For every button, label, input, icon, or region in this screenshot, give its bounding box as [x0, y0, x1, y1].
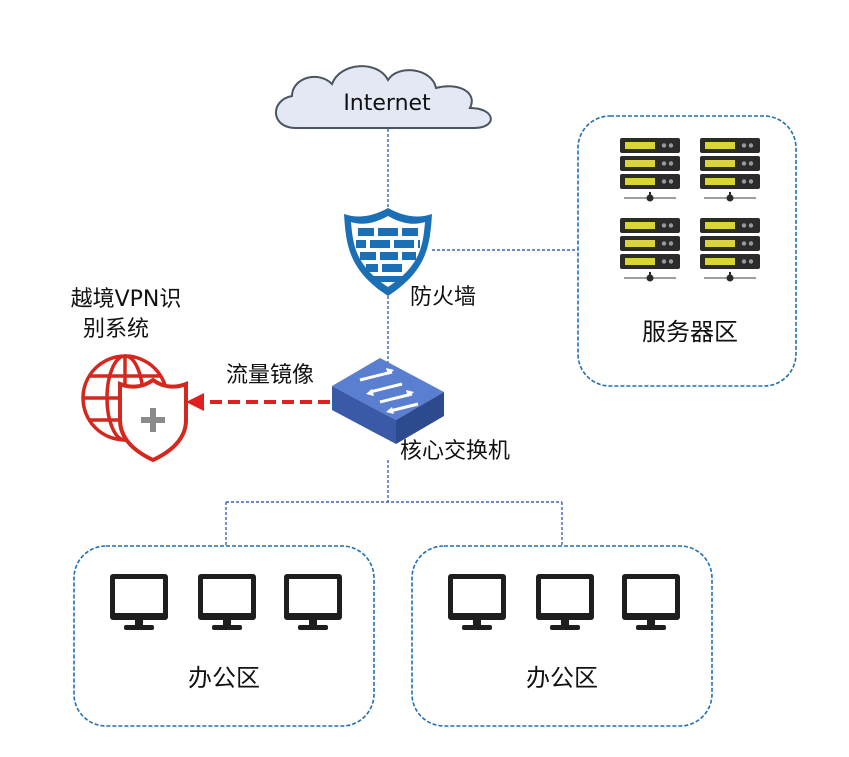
- firewall-label: 防火墙: [410, 285, 476, 310]
- internet-label: Internet: [343, 91, 431, 116]
- monitor-icon: [284, 574, 342, 630]
- internet-cloud-icon: Internet: [275, 65, 492, 129]
- office-zone-box-left: [73, 545, 375, 727]
- office-zone-label-right: 办公区: [526, 664, 598, 692]
- office-zone-box-right: [411, 545, 713, 727]
- monitor-icon: [448, 574, 506, 630]
- server-icon: [620, 138, 680, 202]
- monitor-icon: [198, 574, 256, 630]
- server-zone-label: 服务器区: [642, 318, 738, 346]
- mirror-arrow: [186, 393, 330, 411]
- vpn-system-label-line1: 越境VPN识: [71, 287, 182, 312]
- core-switch-icon: [332, 358, 444, 444]
- server-zone-box: [577, 115, 797, 387]
- mirror-label: 流量镜像: [226, 363, 314, 388]
- office-zone-label-left: 办公区: [188, 664, 260, 692]
- monitor-icon: [622, 574, 680, 630]
- vpn-detector-icon: [81, 354, 188, 463]
- monitor-icon: [536, 574, 594, 630]
- server-icon: [620, 218, 680, 282]
- firewall-icon: [344, 208, 432, 296]
- server-rack-icons: [620, 138, 760, 282]
- connection-lines: [225, 124, 578, 546]
- server-icon: [700, 218, 760, 282]
- monitor-icon: [110, 574, 168, 630]
- vpn-system-label-line2: 别系统: [83, 317, 149, 342]
- server-icon: [700, 138, 760, 202]
- core-switch-label: 核心交换机: [400, 439, 510, 464]
- monitor-icons: [110, 574, 680, 630]
